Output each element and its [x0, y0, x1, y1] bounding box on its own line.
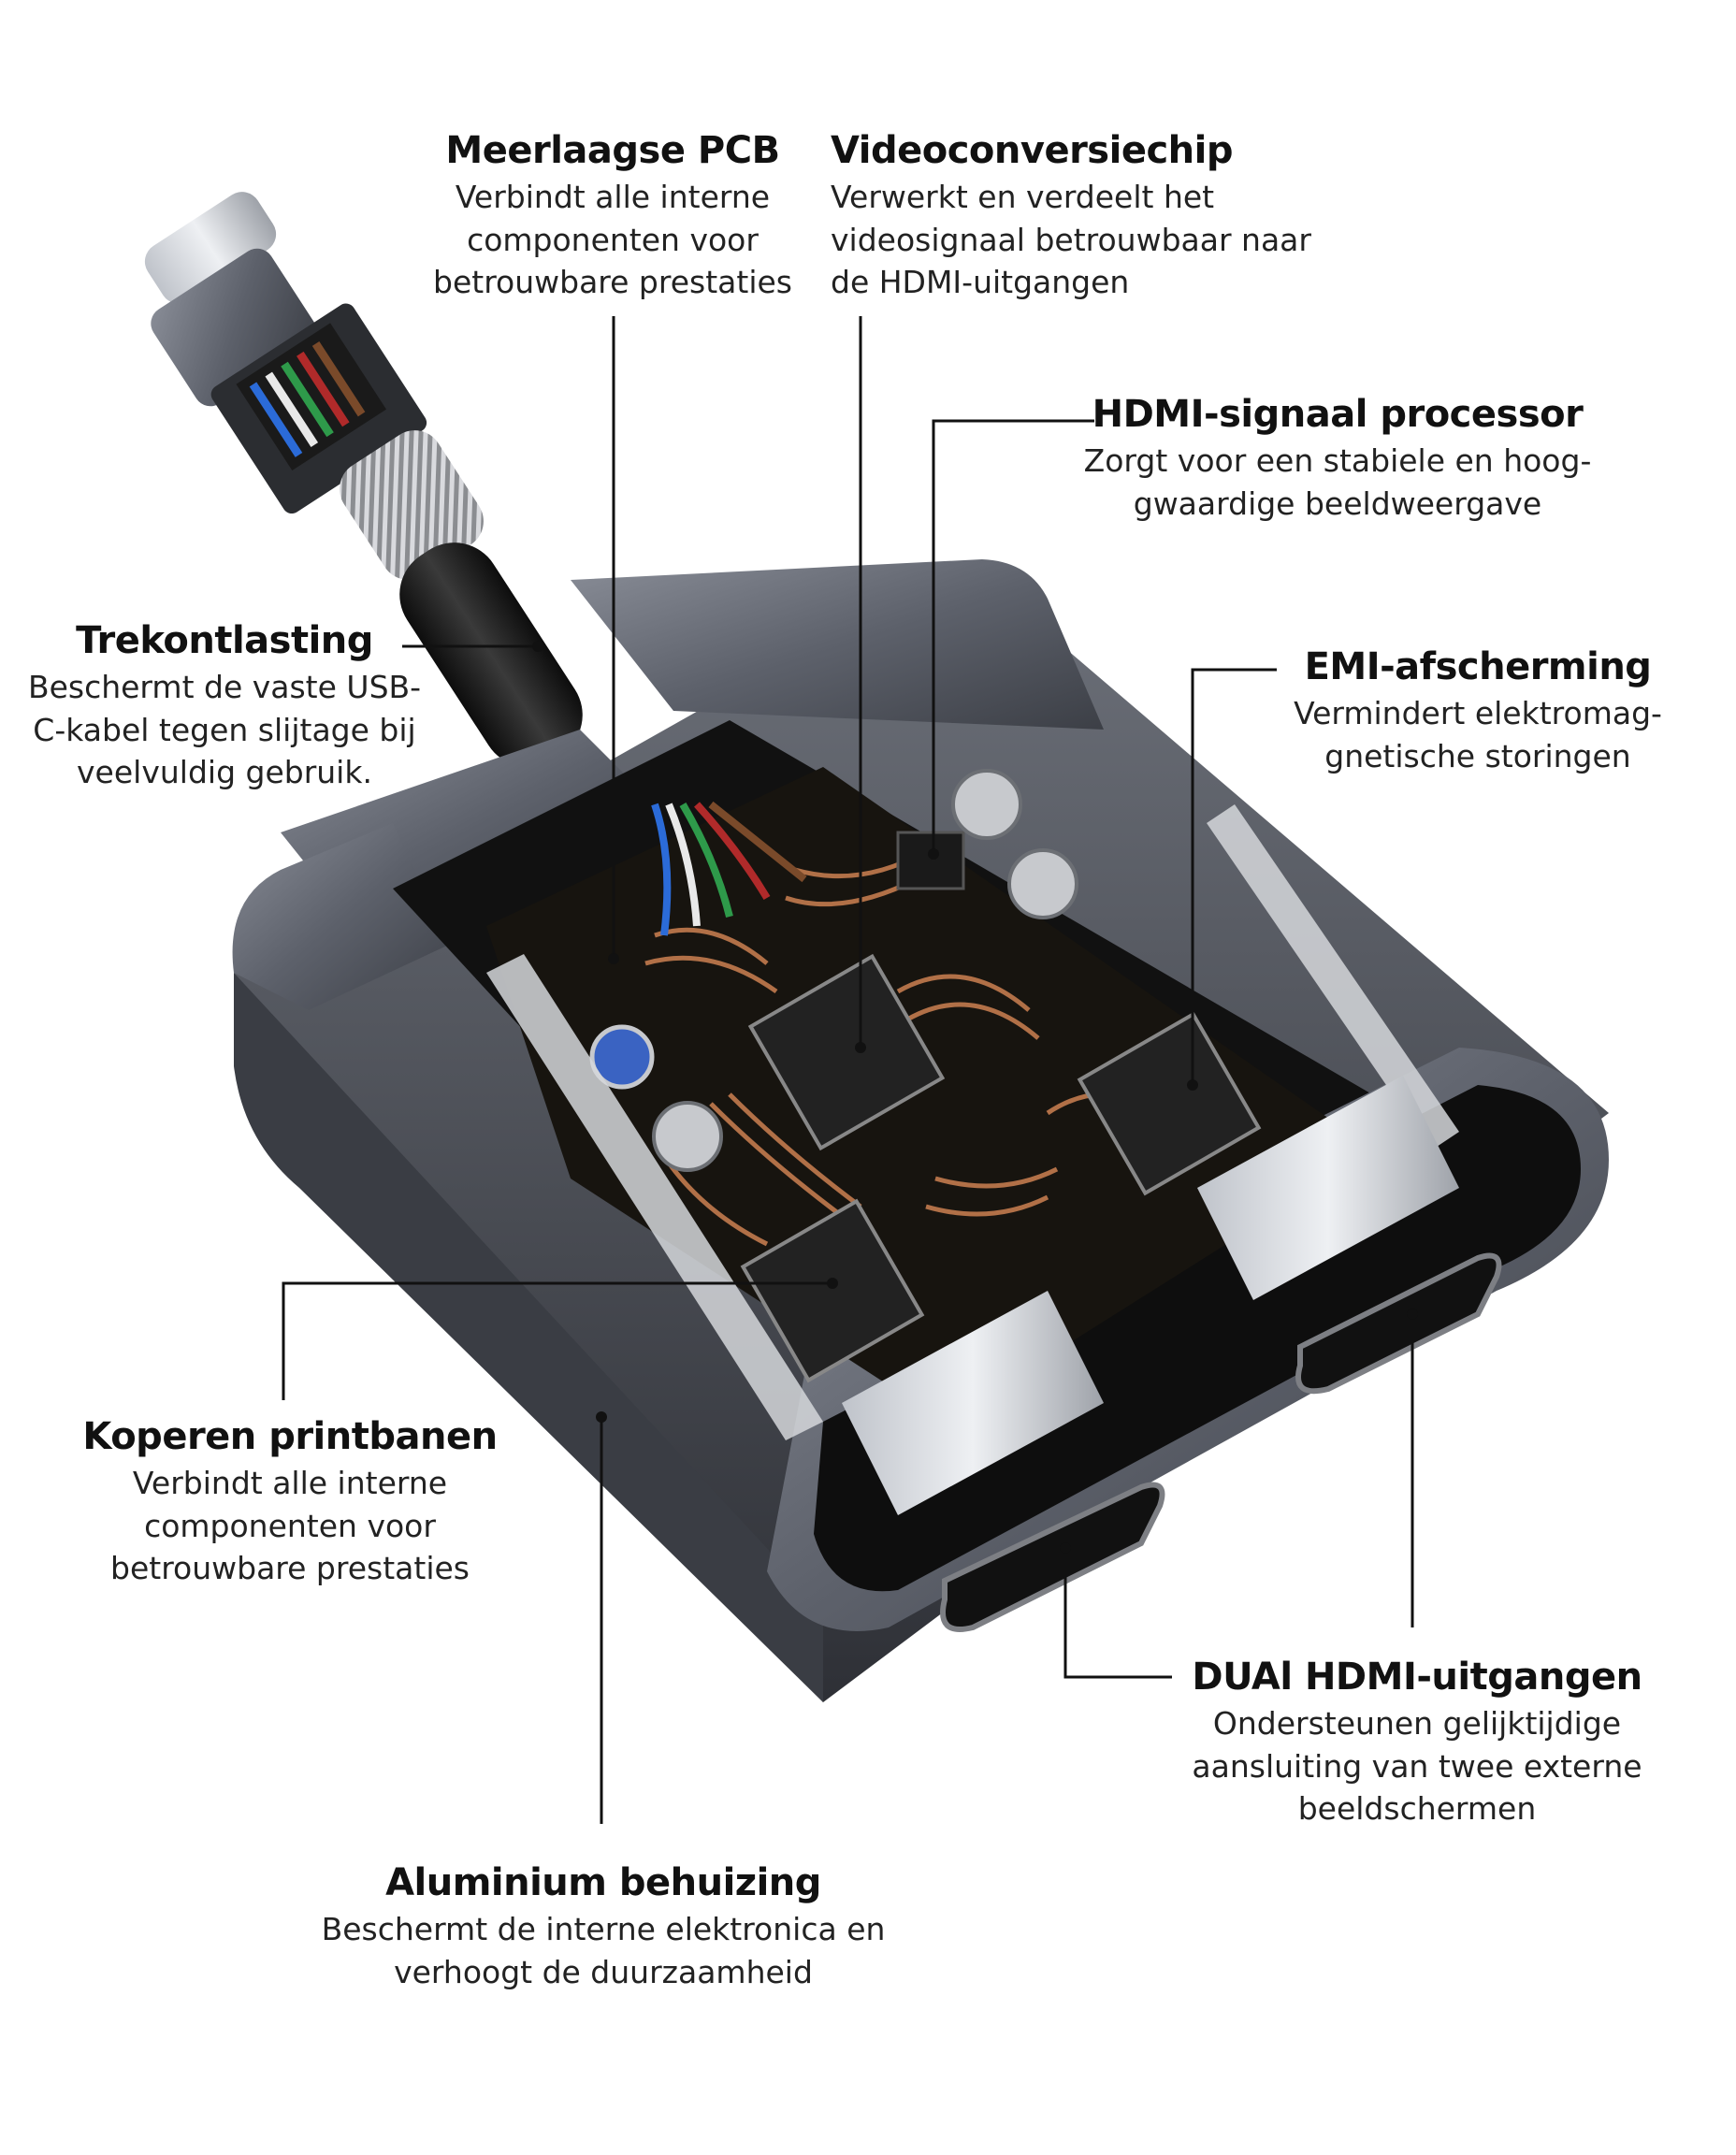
callout-line: Verbindt alle interne	[132, 1465, 448, 1501]
callout-aluminium-housing: Aluminium behuizing Beschermt de interne…	[281, 1861, 926, 1993]
callout-line: Verwerkt en verdeelt het	[831, 179, 1215, 215]
callout-line: betrouwbare prestaties	[110, 1550, 470, 1587]
callout-line: Beschermt de interne elektronica en	[321, 1911, 886, 1947]
callout-line: C-kabel tegen slijtage bij	[33, 711, 416, 748]
callout-copper-traces: Koperen printbanen Verbindt alle interne…	[75, 1415, 505, 1590]
callout-text: Vermindert elektromag- gnetische storing…	[1258, 692, 1698, 777]
callout-emi-shielding: EMI-afscherming Vermindert elektromag- g…	[1258, 645, 1698, 777]
callout-video-conversion-chip: Videoconversiechip Verwerkt en verdeelt …	[831, 129, 1336, 304]
callout-line: de HDMI-uitgangen	[831, 264, 1130, 301]
hdmi-ports	[842, 1076, 1502, 1632]
callout-line: componenten voor	[144, 1507, 436, 1544]
callout-title: Meerlaagse PCB	[445, 129, 780, 172]
callout-text: Verbindt alle interne componenten voor b…	[412, 176, 814, 304]
callout-line: betrouwbare prestaties	[433, 264, 792, 301]
pcb-board	[486, 767, 1459, 1440]
callout-title: Koperen printbanen	[82, 1415, 498, 1458]
callout-strain-relief: Trekontlasting Beschermt de vaste USB- C…	[19, 619, 430, 794]
callout-line: videosignaal betrouwbaar naar	[831, 221, 1311, 258]
callout-text: Verwerkt en verdeelt het videosignaal be…	[831, 176, 1336, 304]
callout-text: Beschermt de vaste USB- C-kabel tegen sl…	[19, 666, 430, 794]
callout-line: aansluiting van twee externe	[1192, 1747, 1642, 1785]
leader-dots	[532, 641, 1418, 1554]
callout-line: componenten voor	[467, 221, 759, 258]
callout-line: Ondersteunen gelijktijdige	[1212, 1705, 1622, 1742]
callout-dual-hdmi-outputs: DUAl HDMI-uitgangen Ondersteunen gelijkt…	[1165, 1656, 1670, 1830]
callout-line: Vermindert elektromag-	[1294, 695, 1662, 731]
callout-title: Aluminium behuizing	[385, 1861, 821, 1904]
callout-text: Beschermt de interne elektronica en verh…	[281, 1908, 926, 1993]
callout-title: DUAl HDMI-uitgangen	[1192, 1656, 1642, 1699]
callout-hdmi-signal-processor: HDMI-signaal processor Zorgt voor een st…	[1076, 393, 1599, 525]
usb-c-cable	[144, 192, 583, 767]
callout-line: Zorgt voor een stabiele en hoog-	[1083, 442, 1592, 479]
callout-title: EMI-afscherming	[1304, 645, 1652, 688]
callout-line: gnetische storingen	[1324, 737, 1631, 774]
callout-line: Verbindt alle interne	[455, 179, 771, 215]
callout-line: Beschermt de vaste USB-	[27, 669, 422, 705]
callout-line: veelvuldig gebruik.	[77, 754, 372, 791]
callout-line: beeldschermen	[1297, 1790, 1537, 1828]
callout-title: Videoconversiechip	[831, 129, 1233, 172]
callout-line: verhoogt de duurzaamheid	[394, 1953, 813, 1990]
leader-lines	[282, 316, 1414, 1824]
callout-text: Verbindt alle interne componenten voor b…	[75, 1462, 505, 1590]
callout-multilayer-pcb: Meerlaagse PCB Verbindt alle interne com…	[412, 129, 814, 304]
callout-title: Trekontlasting	[76, 619, 373, 662]
callout-line: gwaardige beeldweergave	[1133, 485, 1542, 522]
callout-text: Zorgt voor een stabiele en hoog- gwaardi…	[1076, 440, 1599, 525]
callout-title: HDMI-signaal processor	[1092, 393, 1584, 436]
callout-text: Ondersteunen gelijktijdige aansluiting v…	[1165, 1702, 1670, 1830]
